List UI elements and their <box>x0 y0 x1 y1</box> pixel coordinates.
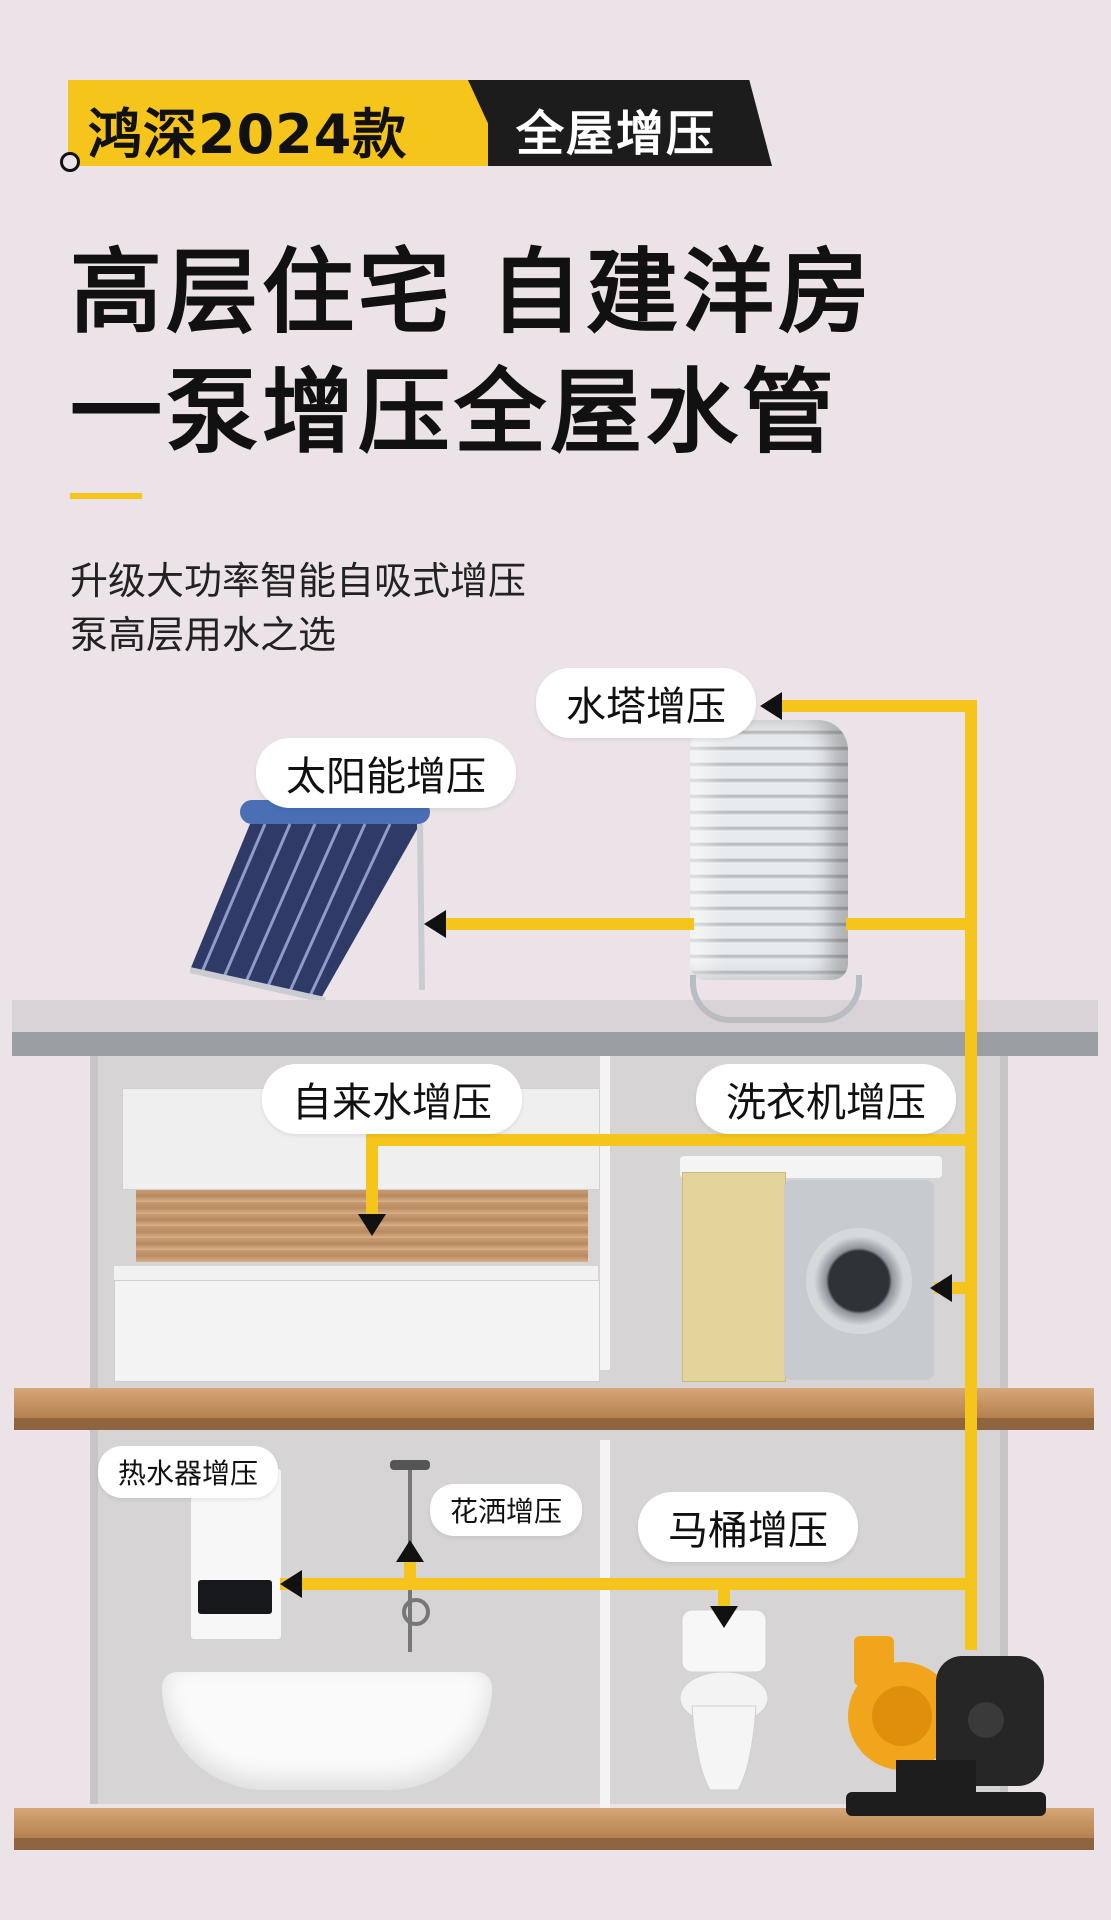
label-toilet: 马桶增压 <box>638 1492 858 1562</box>
roof-top <box>12 1000 1098 1034</box>
pipe-toilet <box>718 1590 730 1608</box>
arrow-kitchen <box>358 1214 386 1236</box>
arrow-shower <box>396 1540 424 1562</box>
pipe-kitchen <box>366 1134 966 1146</box>
water-tower-legs <box>690 975 862 1023</box>
badge-yellow <box>68 80 488 166</box>
room-divider-upper <box>600 1056 610 1370</box>
bathtub <box>162 1672 492 1790</box>
subtitle-line-2: 泵高层用水之选 <box>70 613 337 657</box>
pipe-bathroom <box>280 1578 966 1590</box>
solar-heater-icon <box>190 800 430 1000</box>
pipe-to-tower <box>776 700 976 712</box>
water-heater-display <box>198 1580 272 1614</box>
header-badge: 鸿深2024款 全屋增压 <box>60 80 772 172</box>
washing-machine-door <box>806 1228 912 1334</box>
arrow-washer <box>930 1274 952 1302</box>
floor-middle-edge <box>14 1418 1094 1430</box>
arrow-toilet <box>710 1606 738 1628</box>
label-water-tower: 水塔增压 <box>536 668 756 738</box>
kitchen-counter <box>114 1266 598 1280</box>
wall-edge-left <box>90 1056 98 1804</box>
label-washer: 洗衣机增压 <box>696 1064 956 1134</box>
pipe-main-to-tower-base <box>846 918 966 930</box>
headline-line-2: 一泵增压全屋水管 <box>70 359 839 466</box>
arrow-solar <box>424 910 446 938</box>
accent-bar <box>70 493 142 499</box>
brand-year: 鸿深2024款 <box>88 103 408 166</box>
label-tap-water: 自来水增压 <box>262 1064 522 1134</box>
pipe-kitchen-drop <box>366 1134 378 1224</box>
subtitle-line-1: 升级大功率智能自吸式增压 <box>70 559 527 603</box>
kitchen-lower-cabinet <box>114 1280 600 1382</box>
floor-middle <box>14 1388 1094 1418</box>
pipe-shower <box>404 1560 416 1580</box>
arrow-heater <box>280 1570 302 1598</box>
wall-edge-right <box>1000 1056 1008 1804</box>
pipe-tower-to-solar <box>440 918 694 930</box>
booster-pump-icon <box>846 1636 1046 1816</box>
label-shower: 花洒增压 <box>430 1484 583 1536</box>
badge-dot <box>60 152 80 172</box>
badge-dark <box>488 80 772 166</box>
tagline: 全屋增压 <box>516 106 717 162</box>
floor-bottom-edge <box>14 1838 1094 1850</box>
room-divider-lower <box>600 1440 610 1830</box>
label-heater: 热水器增压 <box>98 1446 279 1498</box>
water-tower-tank <box>690 720 848 980</box>
laundry-cabinet <box>682 1172 786 1382</box>
roof <box>12 1032 1098 1056</box>
headline-line-1: 高层住宅 自建洋房 <box>70 239 875 346</box>
label-solar: 太阳能增压 <box>256 738 516 808</box>
pipe-main-vertical <box>965 700 977 1650</box>
toilet-icon <box>679 1609 769 1791</box>
arrow-tower <box>760 692 782 720</box>
